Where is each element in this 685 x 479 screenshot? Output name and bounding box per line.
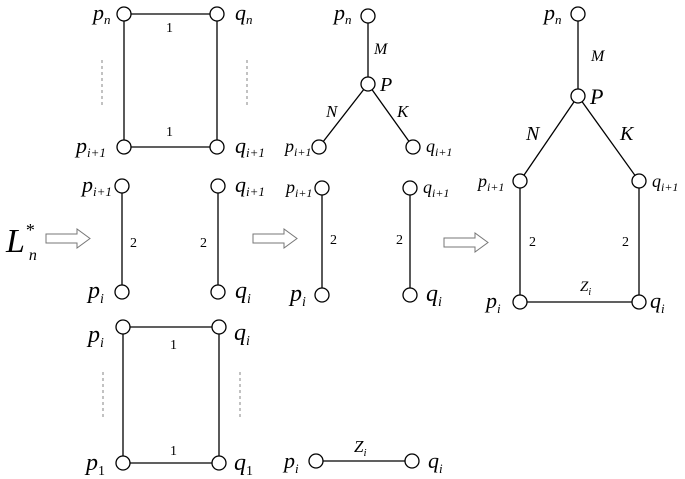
vertex-q1	[211, 455, 227, 471]
edge-label-N: N	[525, 123, 541, 145]
label-qi1: qi+1	[235, 172, 265, 199]
label-qi: qi	[235, 278, 251, 307]
vertex-pn	[570, 6, 586, 22]
label-pn: pn	[542, 0, 562, 27]
label-qi: qi	[650, 288, 665, 316]
label-pi: pi	[86, 278, 104, 307]
vertex-qi1	[631, 173, 647, 189]
middle-y-graph: M N K pn P pi+1 qi+1	[283, 0, 452, 159]
edge-weight: 2	[200, 236, 207, 251]
label-pi1: pi+1	[74, 133, 106, 160]
vertex-qi	[402, 287, 418, 303]
label-qi: qi	[428, 448, 443, 476]
label-pn: pn	[91, 0, 111, 27]
edge-weight: 2	[130, 236, 137, 251]
label-qi1: qi+1	[652, 171, 678, 194]
vertex-pi1	[114, 178, 130, 194]
edge-P-qi1	[577, 95, 640, 182]
vertex-P	[570, 88, 586, 104]
label-q1: q1	[234, 450, 253, 479]
label-pi1: pi+1	[80, 172, 112, 199]
vertex-qi1	[209, 139, 225, 155]
vertex-qi	[404, 453, 420, 469]
vertex-qn	[209, 6, 225, 22]
vertex-p1	[115, 455, 131, 471]
arrow-right-icon	[252, 228, 298, 249]
vertex-qi1	[405, 139, 421, 155]
vertex-qi	[631, 294, 647, 310]
vertex-qi	[211, 319, 227, 335]
label-qi1: qi+1	[423, 177, 449, 200]
vertex-pi1	[314, 180, 330, 196]
middle-left-pairs: 2 2 pi+1 qi+1 pi qi	[80, 172, 265, 307]
label-qn: qn	[235, 0, 253, 27]
vertex-pi	[115, 319, 131, 335]
edge-label-K: K	[396, 102, 410, 121]
label-p1: p1	[84, 450, 105, 479]
edge-weight: 1	[170, 444, 177, 459]
vertex-qi	[210, 284, 226, 300]
middle-pairs: 2 2 pi+1 qi+1 pi qi	[284, 177, 449, 310]
edge-label-Zi: Zi	[580, 279, 591, 298]
vertex-P	[360, 76, 376, 92]
edge-label-N: N	[325, 102, 339, 121]
label-pi: pi	[484, 288, 501, 316]
arrow-right-icon	[45, 228, 91, 249]
edge-weight: 1	[166, 125, 173, 140]
label-pn: pn	[332, 0, 352, 27]
edge-P-pi1	[318, 83, 369, 148]
edge-weight: 1	[166, 21, 173, 36]
vertex-pi	[314, 287, 330, 303]
edge-weight: 2	[396, 233, 403, 248]
label-qi: qi	[234, 320, 250, 349]
label-P: P	[379, 74, 392, 96]
vertex-pn	[116, 6, 132, 22]
vertex-pi1	[512, 173, 528, 189]
bottom-ladder: 1 1 pi qi p1 q1	[84, 319, 253, 479]
vertex-pi	[308, 453, 324, 469]
edge-weight: 2	[529, 235, 536, 250]
vertex-pi1	[116, 139, 132, 155]
combined-graph: M N K 2 2 Zi pn P pi+1 qi+1 pi qi	[476, 0, 678, 316]
edge-weight: 1	[170, 338, 177, 353]
arrow-right-icon	[443, 232, 489, 253]
edge-label-Zi: Zi	[354, 437, 367, 459]
edge-P-pi1	[519, 95, 579, 182]
top-ladder: 1 1 pn qn pi+1 qi+1	[74, 0, 265, 160]
label-P: P	[589, 84, 603, 109]
edge-label-M: M	[373, 41, 389, 58]
vertex-qi1	[210, 178, 226, 194]
vertex-pn	[360, 8, 376, 24]
vertex-pi	[512, 294, 528, 310]
edge-label-M: M	[590, 48, 606, 65]
edge-P-qi1	[367, 83, 414, 148]
label-pi: pi	[288, 281, 306, 310]
edge-label-K: K	[619, 123, 635, 145]
label-qi: qi	[426, 281, 442, 310]
label-pi: pi	[86, 322, 104, 351]
label-pi1: pi+1	[284, 177, 312, 200]
edge-weight: 2	[330, 233, 337, 248]
label-pi1: pi+1	[476, 171, 504, 194]
edge-weight: 2	[622, 235, 629, 250]
vertex-pi	[114, 284, 130, 300]
zi-edge-graph: Zi pi qi	[282, 437, 443, 476]
operator-label: L*n	[5, 220, 37, 264]
label-qi1: qi+1	[235, 133, 265, 160]
label-pi1: pi+1	[283, 136, 311, 159]
label-qi1: qi+1	[426, 136, 452, 159]
vertex-pi1	[311, 139, 327, 155]
label-pi: pi	[282, 448, 299, 476]
vertex-qi1	[402, 180, 418, 196]
